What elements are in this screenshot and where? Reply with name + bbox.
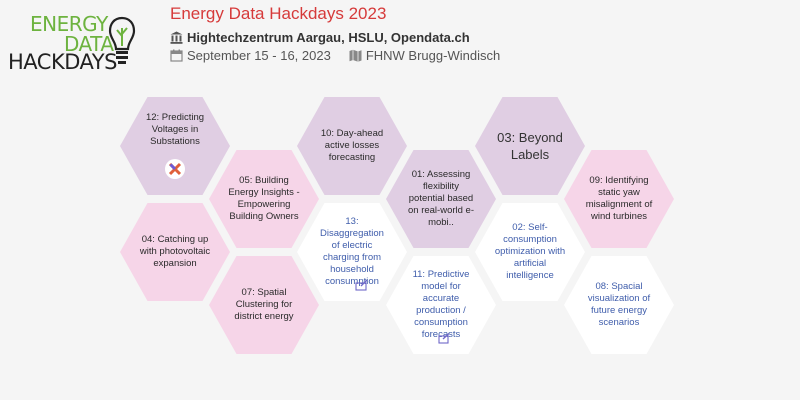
- project-hex-10[interactable]: 10: Day-ahead active losses forecasting: [297, 97, 407, 195]
- project-hex-04[interactable]: 04: Catching up with photovoltaic expans…: [120, 203, 230, 301]
- lightbulb-icon: [108, 16, 136, 64]
- event-logo: ENERGY DATA HACKDAYS: [4, 6, 140, 74]
- project-hex-label: 12: Predicting Voltages in Substations: [145, 112, 205, 147]
- project-hex-label: 05: Building Energy Insights - Empowerin…: [228, 175, 300, 222]
- logo-line-energy: ENERGY: [30, 12, 108, 36]
- organizers-text: Hightechzentrum Aargau, HSLU, Opendata.c…: [187, 30, 470, 45]
- venue-group: FHNW Brugg-Windisch: [349, 48, 500, 63]
- logo-line-data: DATA: [64, 32, 114, 56]
- organizers-row: Hightechzentrum Aargau, HSLU, Opendata.c…: [170, 30, 470, 45]
- project-hex-01[interactable]: 01: Assessing flexibility potential base…: [386, 150, 496, 248]
- project-hex-09[interactable]: 09: Identifying static yaw misalignment …: [564, 150, 674, 248]
- date-venue-row: September 15 - 16, 2023 FHNW Brugg-Windi…: [170, 48, 500, 63]
- project-hex-label: 10: Day-ahead active losses forecasting: [320, 128, 384, 163]
- project-hex-label: 13: Disaggregation of electric charging …: [320, 216, 384, 287]
- project-hex-12[interactable]: 12: Predicting Voltages in Substations: [120, 97, 230, 195]
- institution-icon: [170, 31, 183, 44]
- project-hex-label: 07: Spatial Clustering for district ener…: [234, 287, 294, 322]
- project-hex-label: 01: Assessing flexibility potential base…: [408, 169, 474, 228]
- project-hex-label: 08: Spacial visualization of future ener…: [587, 281, 651, 328]
- edit-icon: [438, 333, 450, 344]
- project-hex-label: 03: Beyond Labels: [497, 130, 563, 162]
- project-hex-08[interactable]: 08: Spacial visualization of future ener…: [564, 256, 674, 354]
- map-icon: [349, 49, 362, 62]
- close-x-icon: [165, 159, 185, 179]
- project-hex-02[interactable]: 02: Self-consumption optimization with a…: [475, 203, 585, 301]
- event-dates: September 15 - 16, 2023: [187, 48, 331, 63]
- project-hex-03[interactable]: 03: Beyond Labels: [475, 97, 585, 195]
- project-hex-13[interactable]: 13: Disaggregation of electric charging …: [297, 203, 407, 301]
- project-hex-11[interactable]: 11: Predictive model for accurate produc…: [386, 256, 496, 354]
- page-title: Energy Data Hackdays 2023: [170, 4, 387, 23]
- project-hex-label: 04: Catching up with photovoltaic expans…: [139, 234, 211, 269]
- project-hex-label: 09: Identifying static yaw misalignment …: [585, 175, 653, 222]
- project-hex-05[interactable]: 05: Building Energy Insights - Empowerin…: [209, 150, 319, 248]
- calendar-icon: [170, 49, 183, 62]
- project-hex-label: 02: Self-consumption optimization with a…: [494, 222, 566, 281]
- project-hex-07[interactable]: 07: Spatial Clustering for district ener…: [209, 256, 319, 354]
- project-hex-label: 11: Predictive model for accurate produc…: [412, 269, 470, 340]
- logo-line-hackdays: HACKDAYS: [8, 50, 117, 74]
- edit-icon: [355, 279, 368, 291]
- event-venue: FHNW Brugg-Windisch: [365, 48, 501, 63]
